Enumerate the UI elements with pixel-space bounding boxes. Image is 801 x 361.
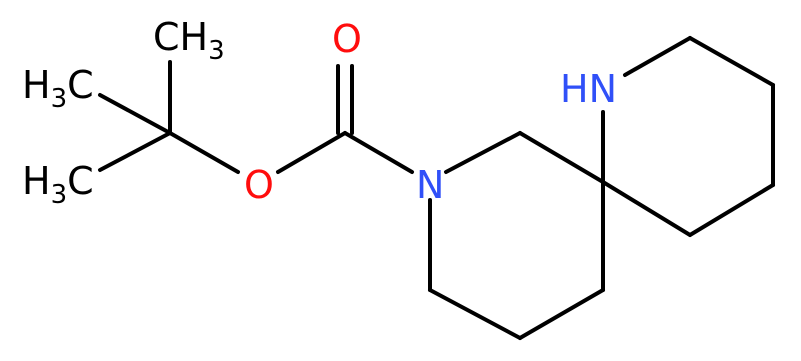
bond-carbonyl-c-n: [343, 131, 414, 174]
bond-quatc-methyl-left1: [98, 93, 172, 135]
bond-right-ring-top: [688, 36, 775, 87]
oxygen-carbonyl-label: O: [332, 17, 362, 61]
bond-o-ester-carbonyl-c: [276, 131, 347, 174]
methyl-left1-label: H3C: [22, 63, 94, 114]
bond-quatc-methyl-left2: [98, 131, 172, 172]
bond-right-ring-bottom: [688, 183, 775, 237]
bond-right-ring-spiro: [601, 180, 692, 237]
nitrogen-amide-label: N: [416, 163, 444, 207]
bond-ring-bottom-right: [518, 288, 605, 340]
bond-nh-ch2: [623, 36, 692, 77]
bonds: [98, 36, 775, 340]
atom-labels: CH3 H3C H3C O O N HN: [22, 15, 617, 210]
methyl-top-label: CH3: [153, 15, 225, 66]
bond-quatc-o-ester: [168, 131, 240, 174]
bond-ring-bottom-left: [428, 288, 522, 340]
oxygen-ester-label: O: [244, 163, 274, 207]
nitrogen-amine-label: HN: [560, 67, 617, 111]
bond-n-ch2-top: [444, 131, 522, 174]
methyl-left2-label: H3C: [22, 159, 94, 210]
bond-ch2-spiro: [518, 131, 605, 184]
